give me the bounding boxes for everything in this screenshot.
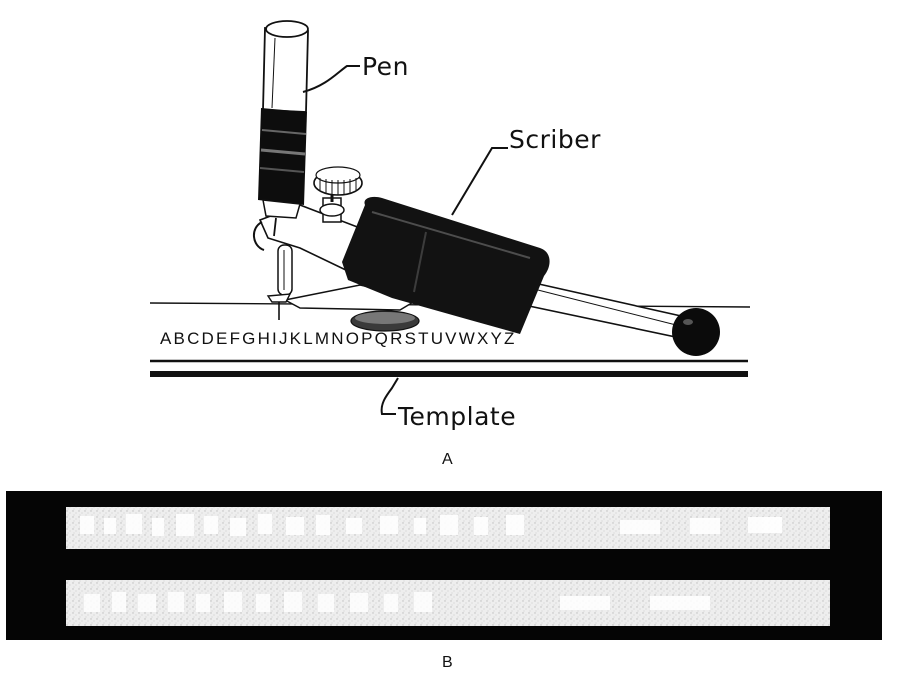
scriber-hook	[253, 221, 265, 251]
tail-ball	[672, 308, 720, 356]
scriber-body	[342, 196, 550, 334]
lower-slot-letter-cutouts	[84, 592, 710, 612]
scriber-arm-line	[529, 287, 689, 329]
panel-a-illustration	[149, 20, 751, 415]
pen-cap	[262, 27, 309, 113]
pen-callout: Pen	[362, 52, 409, 81]
pen-grip	[258, 108, 307, 205]
pen-leader-line	[302, 65, 360, 93]
template-leader-line	[380, 377, 399, 415]
template-callout: Template	[398, 402, 517, 431]
technical-pen	[258, 20, 309, 237]
panel-b-template-photo	[6, 491, 882, 640]
template-alphabet: ABCDEFGHIJKLMNOPQRSTUVWXYZ	[160, 329, 517, 348]
upper-slot-letter-cutouts	[80, 514, 782, 536]
scriber-callout: Scriber	[509, 125, 601, 154]
panel-b-label: B	[442, 654, 453, 671]
pen-point	[273, 217, 277, 237]
scriber-leader-line	[451, 147, 508, 216]
tracer-pin	[277, 244, 293, 296]
panel-a-label: A	[442, 451, 453, 468]
